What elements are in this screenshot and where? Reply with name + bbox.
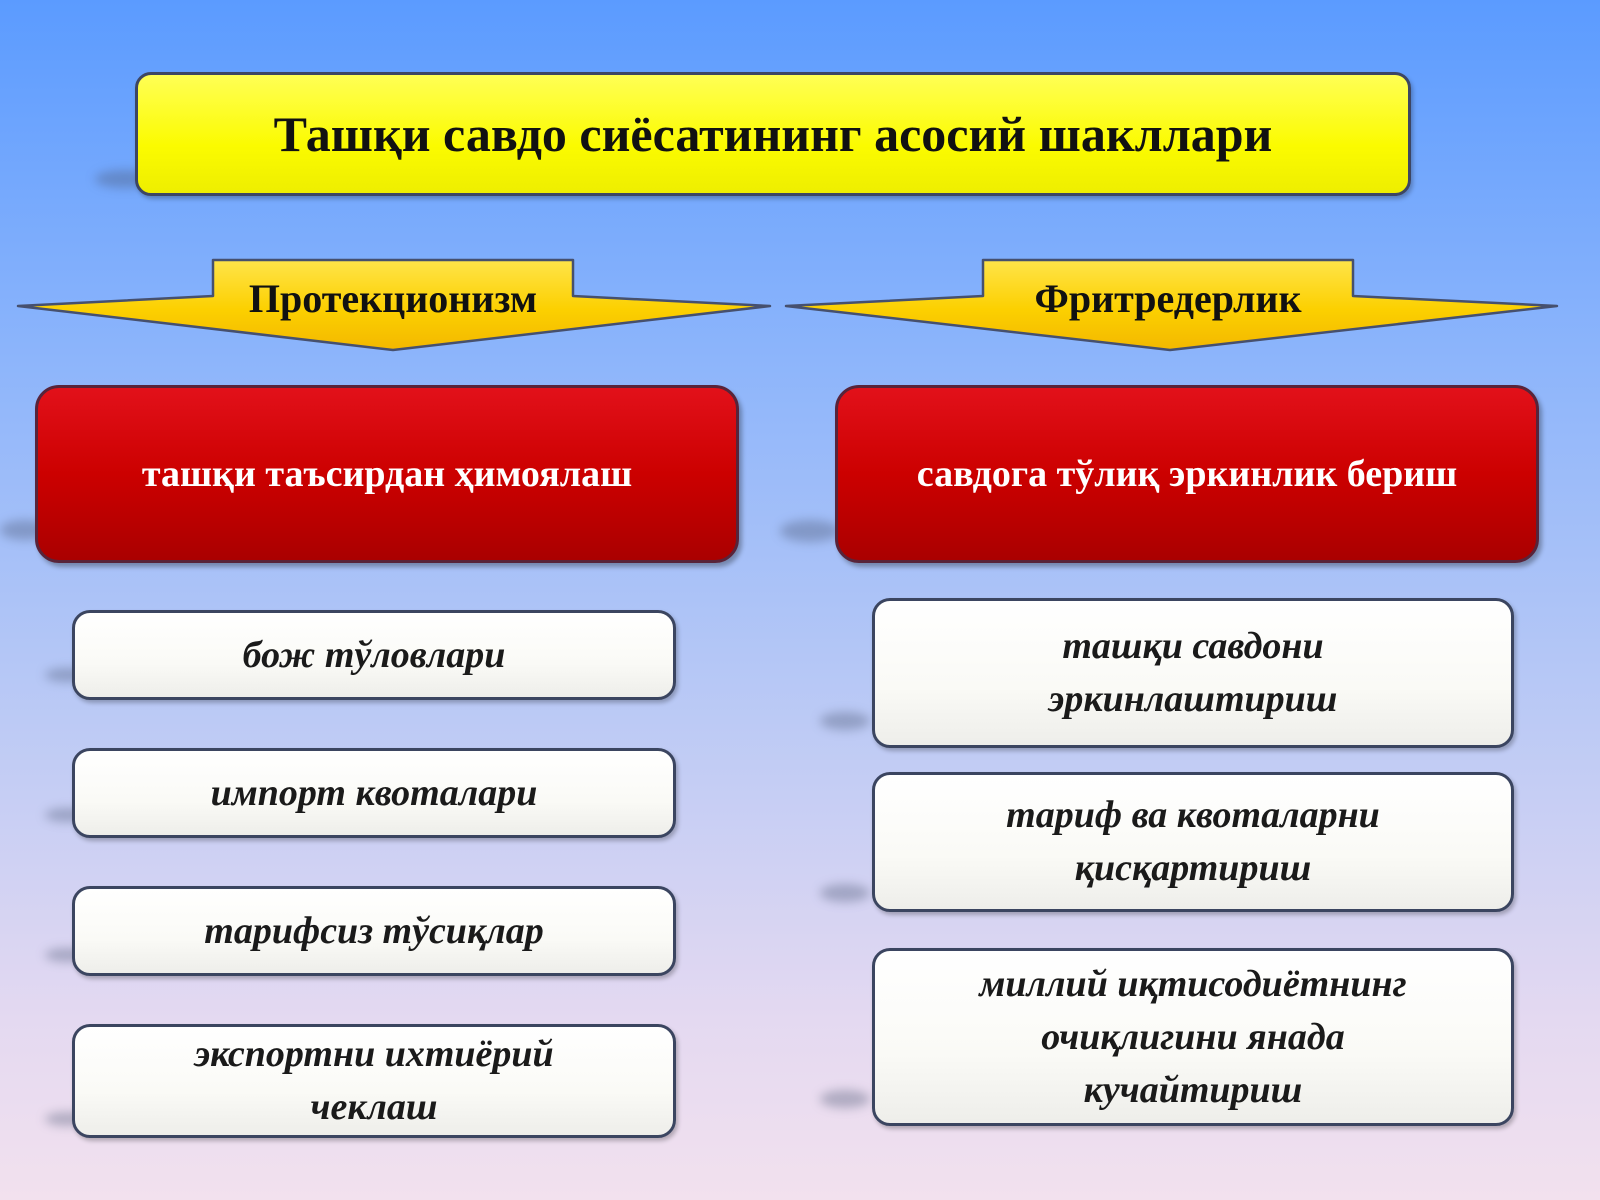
right-item-text: ташқи савдони эркинлаштириш (1048, 625, 1338, 720)
left-main-box: ташқи таъсирдан ҳимоялаш (35, 385, 739, 563)
right-arrow-label: Фритредерлик (983, 268, 1353, 328)
shadow (820, 884, 870, 902)
left-arrow-shape (16, 258, 772, 352)
right-item-text: миллий иқтисодиётнинг очиқлигини янада к… (979, 962, 1407, 1111)
left-item-text: бож тўловлари (242, 633, 506, 676)
right-main-text: савдога тўлиқ эркинлик бериш (916, 453, 1458, 495)
left-item-text: тарифсиз тўсиқлар (204, 909, 544, 952)
right-item-2: тариф ва квоталарни қисқартириш (872, 772, 1514, 912)
left-item-2: импорт квоталари (72, 748, 676, 838)
right-arrow-shape (784, 258, 1559, 352)
title-banner: Ташқи савдо сиёсатининг асосий шакллари (135, 72, 1411, 196)
left-item-3: тарифсиз тўсиқлар (72, 886, 676, 976)
right-item-1: ташқи савдони эркинлаштириш (872, 598, 1514, 748)
right-main-box: савдога тўлиқ эркинлик бериш (835, 385, 1539, 563)
left-item-text: импорт квоталари (210, 771, 538, 814)
page-title: Ташқи савдо сиёсатининг асосий шакллари (273, 106, 1273, 162)
left-main-text: ташқи таъсирдан ҳимоялаш (141, 453, 633, 495)
free-trade-label: Фритредерлик (1034, 275, 1302, 321)
left-item-1: бож тўловлари (72, 610, 676, 700)
protectionism-label: Протекционизм (248, 275, 538, 321)
right-item-text: тариф ва квоталарни қисқартириш (1006, 794, 1380, 889)
left-item-text: экспортни ихтиёрий чеклаш (194, 1033, 554, 1128)
shadow (820, 1090, 870, 1108)
right-item-3: миллий иқтисодиётнинг очиқлигини янада к… (872, 948, 1514, 1126)
left-item-4: экспортни ихтиёрий чеклаш (72, 1024, 676, 1138)
shadow (820, 712, 870, 730)
left-arrow-label: Протекционизм (213, 268, 573, 328)
shadow (780, 520, 840, 542)
